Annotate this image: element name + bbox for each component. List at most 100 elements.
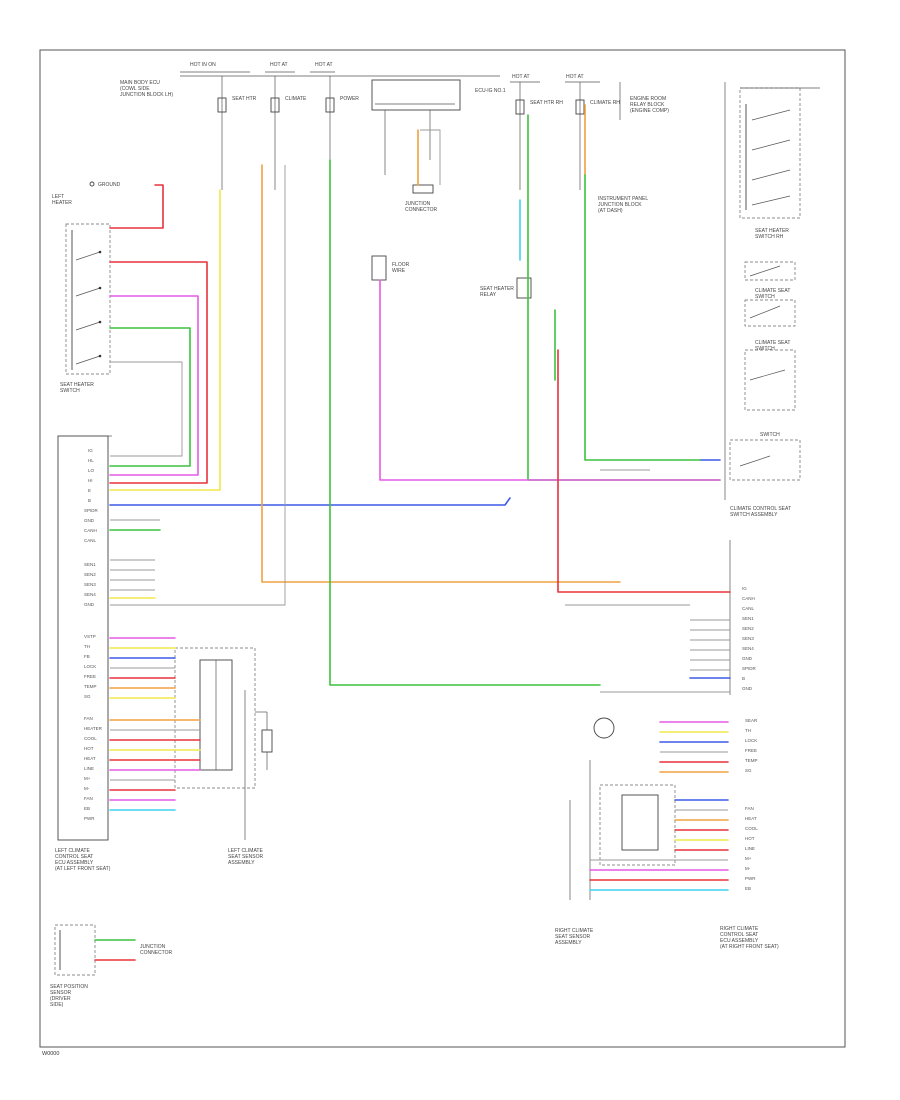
svg-text:SEAT HEATER: SEAT HEATER (480, 286, 514, 292)
svg-text:HEAT: HEAT (84, 756, 96, 761)
svg-text:HOT AT: HOT AT (270, 62, 288, 68)
svg-text:SENSOR: SENSOR (50, 990, 72, 996)
svg-text:(AT LEFT FRONT SEAT): (AT LEFT FRONT SEAT) (55, 866, 111, 872)
svg-text:VSTP: VSTP (84, 634, 96, 639)
svg-text:M-: M- (84, 786, 90, 791)
svg-text:GROUND: GROUND (98, 182, 121, 188)
svg-text:EB: EB (84, 806, 90, 811)
svg-text:JUNCTION: JUNCTION (405, 201, 431, 207)
svg-text:SEAT SENSOR: SEAT SENSOR (555, 934, 590, 940)
svg-text:CONTROL SEAT: CONTROL SEAT (720, 932, 758, 938)
svg-text:HOT: HOT (745, 836, 755, 841)
svg-text:JUNCTION BLOCK LH): JUNCTION BLOCK LH) (120, 92, 173, 98)
svg-text:SEN2: SEN2 (742, 626, 754, 631)
svg-text:GND: GND (84, 602, 95, 607)
svg-text:CLIMATE SEAT: CLIMATE SEAT (755, 340, 790, 346)
seat-position-sensor: SEAT POSITION SENSOR (DRIVER SIDE) JUNCT… (50, 924, 173, 1008)
svg-text:INSTRUMENT PANEL: INSTRUMENT PANEL (598, 196, 648, 202)
right-ecu-stubs (589, 721, 729, 891)
power-distribution-area: MAIN BODY ECU (COWL SIDE JUNCTION BLOCK … (120, 62, 669, 299)
svg-text:B: B (742, 676, 745, 681)
svg-text:HEATER: HEATER (84, 726, 103, 731)
svg-text:SEAT POSITION: SEAT POSITION (50, 984, 88, 990)
svg-text:SWITCH: SWITCH (760, 432, 780, 438)
svg-text:IG: IG (742, 586, 747, 591)
svg-text:HOT AT: HOT AT (315, 62, 333, 68)
svg-text:(DRIVER: (DRIVER (50, 996, 71, 1002)
svg-text:HOT AT: HOT AT (566, 74, 584, 80)
svg-text:HOT AT: HOT AT (512, 74, 530, 80)
svg-text:FLOOR: FLOOR (392, 262, 410, 268)
svg-text:SWITCH: SWITCH (755, 346, 775, 352)
colored-wires (109, 104, 731, 693)
svg-text:CANH: CANH (742, 596, 755, 601)
svg-text:ECU-IG NO.1: ECU-IG NO.1 (475, 88, 506, 94)
svg-text:SPIDR: SPIDR (84, 508, 99, 513)
svg-text:SEN3: SEN3 (742, 636, 754, 641)
svg-text:HEATER: HEATER (52, 200, 72, 206)
svg-text:CLIMATE CONTROL SEAT: CLIMATE CONTROL SEAT (730, 506, 791, 512)
svg-text:SEN4: SEN4 (84, 592, 96, 597)
svg-text:FAN: FAN (84, 796, 93, 801)
svg-text:POWER: POWER (340, 96, 359, 102)
svg-text:HOT: HOT (84, 746, 94, 751)
svg-text:JUNCTION: JUNCTION (140, 944, 166, 950)
svg-text:SEAT HTR: SEAT HTR (232, 96, 257, 102)
svg-text:SWITCH RH: SWITCH RH (755, 234, 784, 240)
svg-text:SWITCH ASSEMBLY: SWITCH ASSEMBLY (730, 512, 778, 518)
svg-text:(AT RIGHT FRONT SEAT): (AT RIGHT FRONT SEAT) (720, 944, 779, 950)
svg-text:SPIDR: SPIDR (742, 666, 757, 671)
svg-text:MAIN BODY ECU: MAIN BODY ECU (120, 80, 160, 86)
svg-text:CLIMATE: CLIMATE (285, 96, 307, 102)
svg-text:LINE: LINE (745, 846, 755, 851)
svg-text:SEAR: SEAR (745, 718, 758, 723)
svg-text:FREE: FREE (84, 674, 96, 679)
svg-text:M-: M- (745, 866, 751, 871)
svg-text:LEFT CLIMATE: LEFT CLIMATE (55, 848, 90, 854)
svg-text:CONNECTOR: CONNECTOR (140, 950, 173, 956)
svg-text:COOL: COOL (745, 826, 758, 831)
svg-text:SEAT HEATER: SEAT HEATER (60, 382, 94, 388)
junction-block (371, 79, 461, 111)
svg-text:SEN1: SEN1 (84, 562, 96, 567)
right-ecu-connector: IG CANH CANL SEN1 SEN2 SEN3 SEN4 GND SPI… (720, 540, 779, 950)
svg-text:CANL: CANL (84, 538, 97, 543)
svg-text:CONNECTOR: CONNECTOR (405, 207, 438, 213)
svg-text:SIDE): SIDE) (50, 1002, 64, 1008)
svg-text:HL: HL (88, 458, 94, 463)
svg-text:ASSEMBLY: ASSEMBLY (555, 940, 582, 946)
svg-text:FB: FB (84, 654, 90, 659)
svg-text:M+: M+ (84, 776, 91, 781)
svg-text:LEFT: LEFT (52, 194, 64, 200)
svg-text:E: E (88, 488, 91, 493)
svg-text:LO: LO (88, 468, 95, 473)
svg-text:SEN3: SEN3 (84, 582, 96, 587)
svg-text:CLIMATE RH: CLIMATE RH (590, 100, 620, 106)
svg-text:ASSEMBLY: ASSEMBLY (228, 860, 255, 866)
svg-text:HEAT: HEAT (745, 816, 757, 821)
svg-text:GND: GND (742, 686, 753, 691)
seat-position-wires (94, 939, 136, 961)
svg-text:TEMP: TEMP (745, 758, 758, 763)
svg-text:PWR: PWR (745, 876, 756, 881)
svg-text:RELAY BLOCK: RELAY BLOCK (630, 102, 665, 108)
svg-text:GND: GND (742, 656, 753, 661)
left-seat-heater-switch: SEAT HEATER SWITCH LEFT HEATER GROUND (52, 181, 121, 394)
svg-text:SWITCH: SWITCH (60, 388, 80, 394)
right-switch-assembly: SEAT HEATER SWITCH RH CLIMATE SEAT SWITC… (724, 82, 820, 518)
svg-text:SEN2: SEN2 (84, 572, 96, 577)
svg-text:EB: EB (745, 886, 751, 891)
svg-text:FREE: FREE (745, 748, 757, 753)
right-seat-sensor: RIGHT CLIMATE SEAT SENSOR ASSEMBLY (555, 717, 676, 946)
svg-text:JUNCTION BLOCK: JUNCTION BLOCK (598, 202, 642, 208)
svg-text:LOCK: LOCK (745, 738, 757, 743)
svg-text:SG: SG (745, 768, 752, 773)
footer-code: W0000 (42, 1051, 59, 1057)
svg-text:LINE: LINE (84, 766, 94, 771)
svg-text:SWITCH: SWITCH (755, 294, 775, 300)
svg-text:CANH: CANH (84, 528, 97, 533)
left-ecu-stubs (109, 519, 201, 811)
svg-text:ECU ASSEMBLY: ECU ASSEMBLY (55, 860, 94, 866)
svg-text:SEAT HTR RH: SEAT HTR RH (530, 100, 563, 106)
svg-text:WIRE: WIRE (392, 268, 406, 274)
